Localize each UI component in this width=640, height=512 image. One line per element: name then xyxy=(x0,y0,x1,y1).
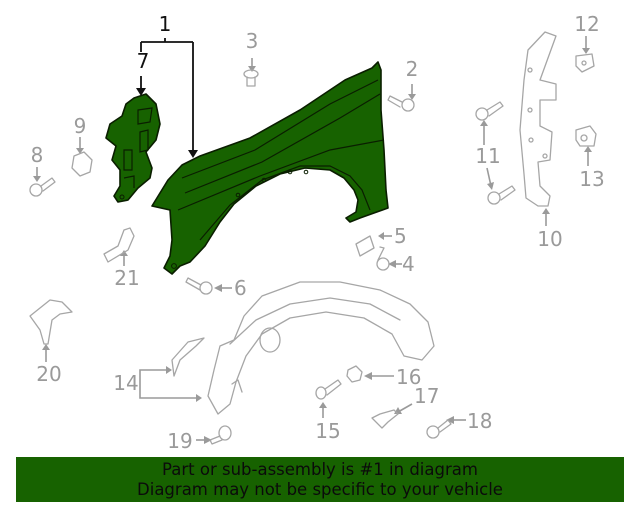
callout-12: 12 xyxy=(574,12,599,36)
callout-13: 13 xyxy=(579,167,604,191)
part-9-nut[interactable] xyxy=(71,137,93,177)
part-6-bolt[interactable] xyxy=(185,277,232,295)
callout-21: 21 xyxy=(114,266,139,290)
callout-11: 11 xyxy=(475,144,500,168)
part-7-fender-bracket[interactable] xyxy=(105,93,161,203)
callout-17: 17 xyxy=(414,384,439,408)
callout-3: 3 xyxy=(246,29,259,53)
callout-15: 15 xyxy=(315,419,340,443)
info-banner: Part or sub-assembly is #1 in diagram Di… xyxy=(16,457,624,502)
callout-6: 6 xyxy=(234,276,247,300)
callout-5: 5 xyxy=(394,224,407,248)
part-8-bolt[interactable] xyxy=(29,167,56,197)
callout-9: 9 xyxy=(74,114,87,138)
callout-7: 7 xyxy=(137,49,150,73)
part-12-nut[interactable] xyxy=(575,36,595,73)
callout-1-leader xyxy=(136,38,198,158)
callout-18: 18 xyxy=(467,409,492,433)
part-19-bolt[interactable] xyxy=(196,425,232,445)
part-17-push-clip[interactable] xyxy=(371,403,413,429)
part-4-bolt[interactable] xyxy=(376,246,402,271)
part-1-fender[interactable] xyxy=(151,61,389,275)
part-5-clip[interactable] xyxy=(355,232,392,257)
banner-line-2: Diagram may not be specific to your vehi… xyxy=(137,480,503,499)
banner-line-1: Part or sub-assembly is #1 in diagram xyxy=(162,460,478,479)
part-14-wheelhouse-liner[interactable] xyxy=(139,281,435,415)
callout-10: 10 xyxy=(537,227,562,251)
callout-8: 8 xyxy=(31,143,44,167)
callout-16: 16 xyxy=(396,365,421,389)
callout-2: 2 xyxy=(406,57,419,81)
part-15-bolt[interactable] xyxy=(315,379,342,418)
part-13-clip[interactable] xyxy=(575,125,597,166)
part-18-bolt[interactable] xyxy=(426,416,466,439)
callout-1: 1 xyxy=(159,12,172,36)
part-16-nut[interactable] xyxy=(346,365,394,383)
part-10-support-bracket[interactable] xyxy=(519,31,557,226)
part-21-bracket[interactable] xyxy=(103,227,135,266)
callout-14: 14 xyxy=(113,371,138,395)
callout-4: 4 xyxy=(402,252,415,276)
part-2-bolt[interactable] xyxy=(387,84,416,112)
callout-19: 19 xyxy=(167,429,192,453)
callout-20: 20 xyxy=(36,362,61,386)
part-11-bolts[interactable] xyxy=(475,101,516,205)
part-20-bracket[interactable] xyxy=(29,299,73,362)
part-3-push-pin[interactable] xyxy=(243,58,259,87)
